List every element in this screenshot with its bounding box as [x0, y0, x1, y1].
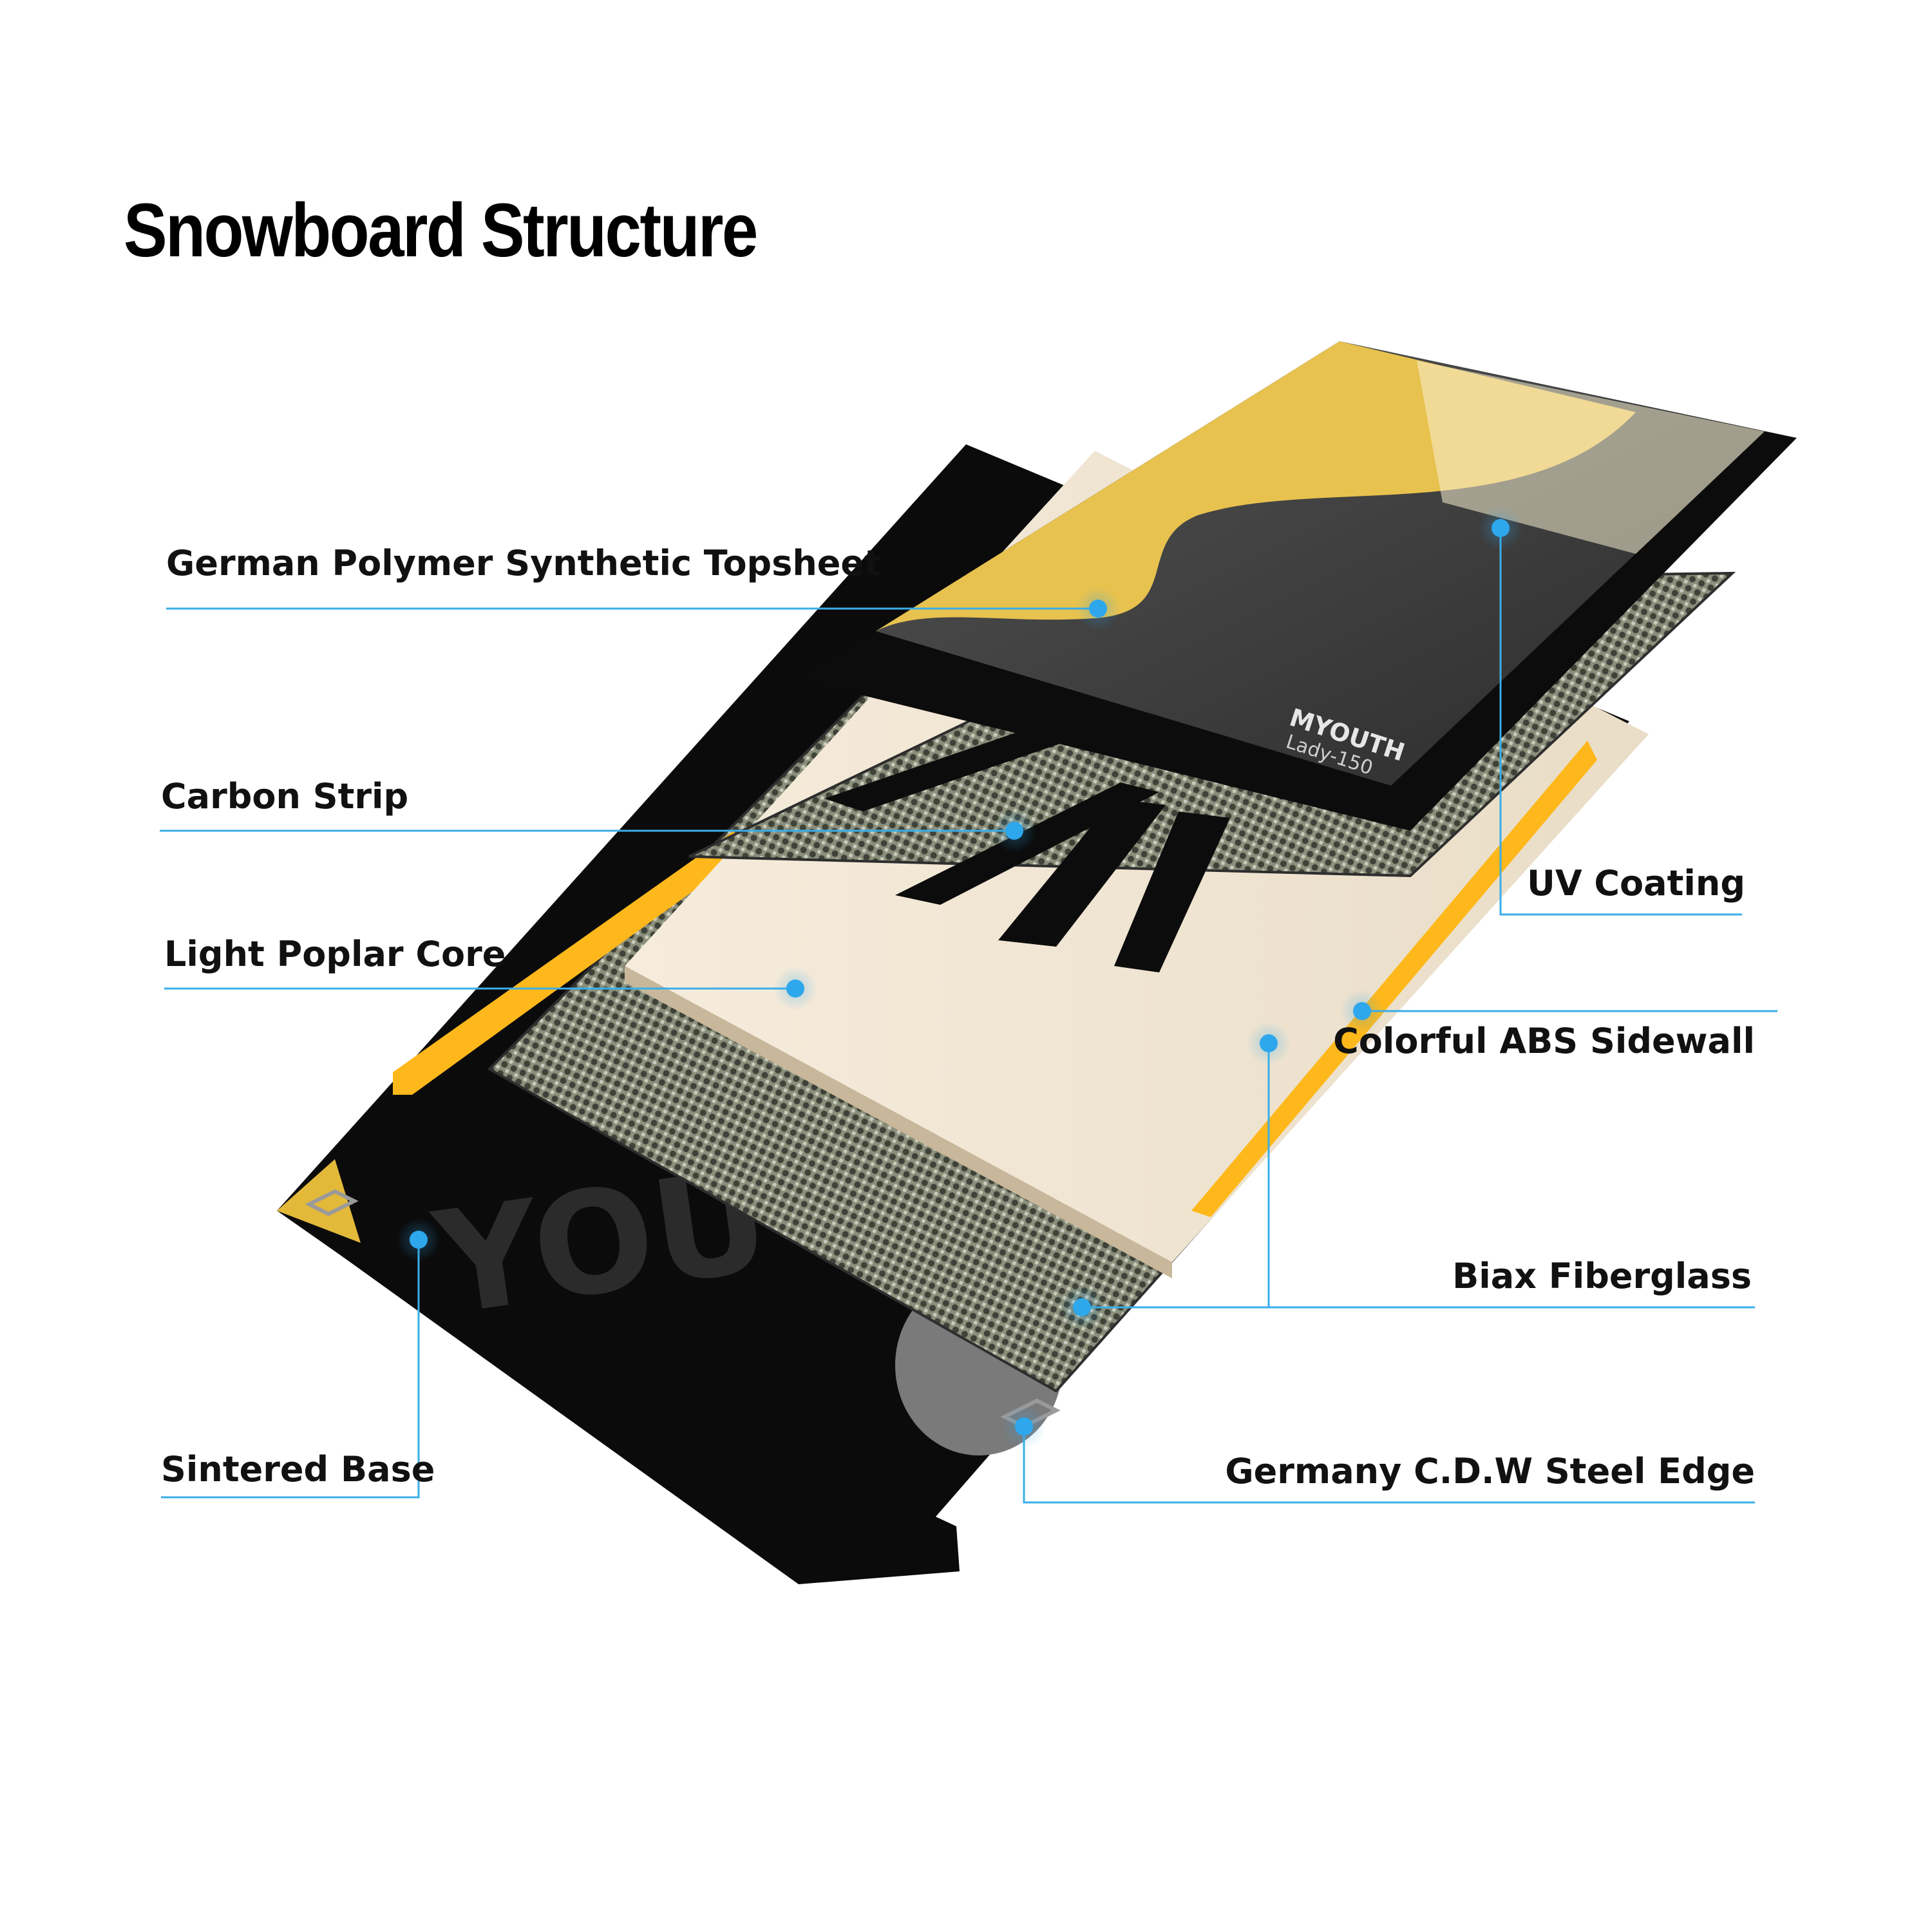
page-title: Snowboard Structure	[124, 188, 758, 273]
dot-core	[773, 967, 817, 1010]
label-topsheet: German Polymer Synthetic Topsheet	[166, 543, 881, 583]
leader-base	[161, 1236, 420, 1499]
label-carbon-strip: Carbon Strip	[161, 776, 409, 817]
leader-edge	[1023, 1426, 1755, 1504]
label-abs-sidewall: Colorful ABS Sidewall	[1333, 1021, 1755, 1061]
callout-dots	[397, 506, 1522, 1448]
label-poplar-core: Light Poplar Core	[164, 934, 506, 974]
leader-lines	[160, 528, 1777, 1504]
dot-sidewall	[1340, 989, 1384, 1033]
left-abs-sidewall	[393, 831, 741, 1095]
dot-uv	[1479, 506, 1522, 550]
dot-base	[397, 1218, 440, 1262]
dot-fiberglass-lower	[1060, 1285, 1104, 1329]
label-steel-edge: Germany C.D.W Steel Edge	[1225, 1451, 1755, 1492]
dot-topsheet	[1076, 587, 1120, 630]
right-abs-sidewall	[1191, 741, 1597, 1217]
dot-carbon	[992, 809, 1036, 853]
leader-fiberglass	[1082, 1043, 1755, 1309]
label-biax-fiberglass: Biax Fiberglass	[1452, 1256, 1752, 1296]
leader-uv	[1499, 528, 1742, 916]
dot-fiberglass-upper	[1247, 1021, 1291, 1065]
label-uv-coating: UV Coating	[1526, 863, 1745, 904]
topsheet-layer: MYOUTH Lady-150	[799, 341, 1797, 831]
label-sintered-base: Sintered Base	[161, 1449, 435, 1490]
carbon-strips	[824, 728, 1230, 972]
dot-edge	[1002, 1405, 1046, 1448]
